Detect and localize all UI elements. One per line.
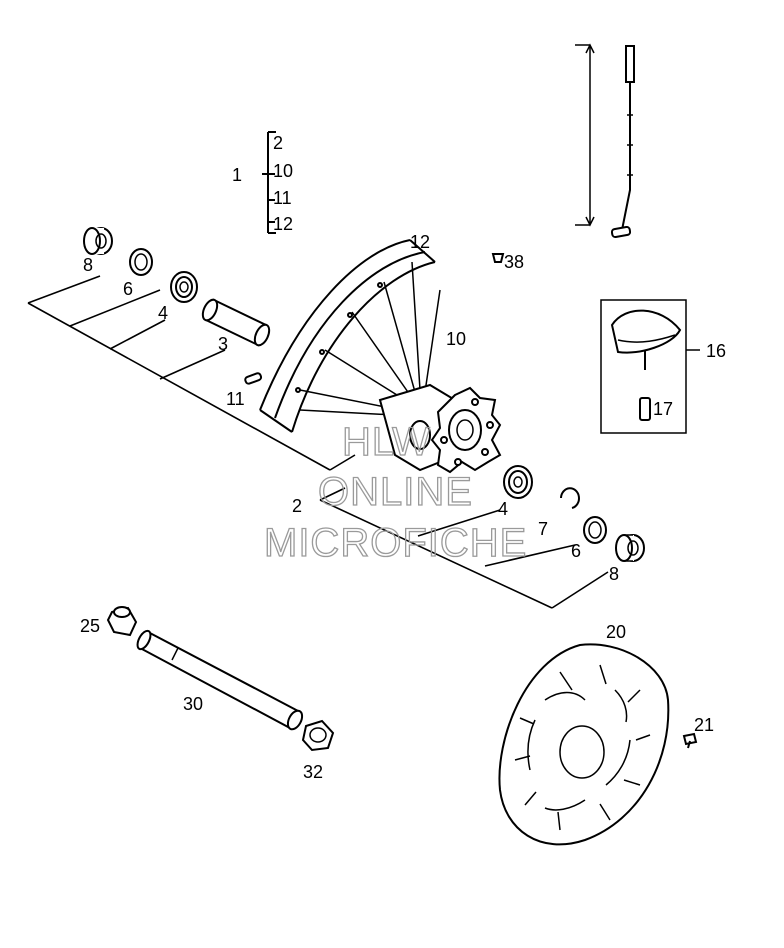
label-part-4-left: 4 — [158, 303, 168, 323]
label-part-6-left: 6 — [123, 279, 133, 299]
seal-part-8-right — [615, 534, 645, 562]
label-part-10: 10 — [446, 329, 466, 349]
label-part-20: 20 — [606, 622, 626, 642]
label-part-3: 3 — [218, 334, 228, 354]
seal-part-8-left — [83, 227, 113, 255]
label-part-21: 21 — [694, 715, 714, 735]
label-part-7: 7 — [538, 519, 548, 539]
label-bracket-12: 12 — [273, 214, 293, 234]
bearing-part-4-right — [503, 465, 533, 499]
screw-part-38 — [491, 253, 505, 263]
label-part-32: 32 — [303, 762, 323, 782]
label-part-2: 2 — [292, 496, 302, 516]
right-leader-lines — [319, 487, 609, 609]
spoke-part — [575, 43, 635, 239]
label-part-8-left: 8 — [83, 255, 93, 275]
axle-nut-part-32 — [301, 719, 335, 752]
label-part-25: 25 — [80, 616, 100, 636]
label-part-8-right: 8 — [609, 564, 619, 584]
label-bracket-10: 10 — [273, 161, 293, 181]
screw-part-21 — [682, 732, 698, 749]
label-part-30: 30 — [183, 694, 203, 714]
hub-part-2 — [378, 383, 502, 474]
label-assembly-1: 1 — [232, 165, 242, 185]
label-part-17: 17 — [653, 399, 673, 419]
watermark-line-1: HLW — [342, 420, 431, 464]
watermark-line-2: ONLINE — [318, 470, 473, 514]
watermark-line-3: MICROFICHE — [264, 521, 527, 565]
spacer-part-6-right — [583, 516, 607, 544]
circlip-part-7 — [560, 487, 580, 509]
axle-nut-part-25 — [106, 606, 138, 637]
label-part-11: 11 — [226, 389, 245, 409]
label-bracket-2: 2 — [273, 133, 283, 153]
label-part-38: 38 — [504, 252, 524, 272]
assembly-bracket: 1 2 10 11 12 — [232, 131, 293, 234]
label-part-4-right: 4 — [498, 499, 508, 519]
label-part-12: 12 — [410, 232, 430, 252]
nipple-part-11 — [244, 372, 263, 385]
brake-disc-part-20 — [498, 643, 670, 846]
left-leader-lines — [27, 275, 356, 471]
axle-part-30 — [136, 629, 304, 731]
tube-valve-box — [600, 299, 700, 434]
label-part-6-right: 6 — [571, 541, 581, 561]
rim-part-12 — [259, 239, 436, 433]
label-part-16: 16 — [706, 341, 726, 361]
spacer-part-6-left — [129, 248, 153, 276]
distance-sleeve-part-3 — [201, 298, 271, 347]
bearing-part-4-left — [170, 271, 198, 303]
watermark: HLW ONLINE MICROFICHE — [263, 419, 527, 565]
part-labels: 8 6 4 3 11 12 10 38 16 17 2 4 7 6 8 25 3… — [80, 232, 726, 782]
label-bracket-11: 11 — [273, 188, 292, 208]
spokes-part-10 — [299, 261, 441, 416]
